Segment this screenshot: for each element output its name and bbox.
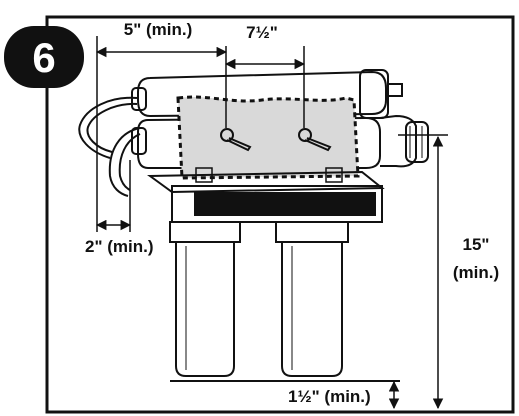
filter-canister-left (169, 221, 241, 377)
filter-clearance-label: 5" (min.) (124, 20, 193, 39)
mounting-screw-right (298, 128, 332, 152)
step-number: 6 (32, 34, 55, 81)
mount-height-value: 15" (463, 235, 490, 254)
dimension-side-clearance: 2" (min.) (85, 160, 154, 256)
floor-clearance-label: 1½" (min.) (288, 387, 371, 406)
dimension-mount-height: 15" (min.) (398, 134, 499, 410)
step-badge: 6 (4, 26, 84, 88)
screw-spacing-label: 7½" (246, 23, 278, 42)
filter-canister-right (275, 221, 349, 377)
dimension-floor-clearance: 1½" (min.) (288, 380, 400, 410)
mount-height-note: (min.) (453, 263, 499, 282)
postfilter-housing (131, 114, 429, 169)
membrane-housing (131, 69, 403, 119)
figure-border (45, 15, 515, 414)
dimension-screw-spacing: 7½" (224, 23, 306, 128)
side-clearance-label: 2" (min.) (85, 237, 154, 256)
mounting-screw-left (220, 128, 252, 152)
label-plate (194, 192, 376, 216)
mounting-template (176, 95, 360, 180)
mounting-bracket (147, 167, 385, 223)
supply-tubing (78, 96, 141, 197)
